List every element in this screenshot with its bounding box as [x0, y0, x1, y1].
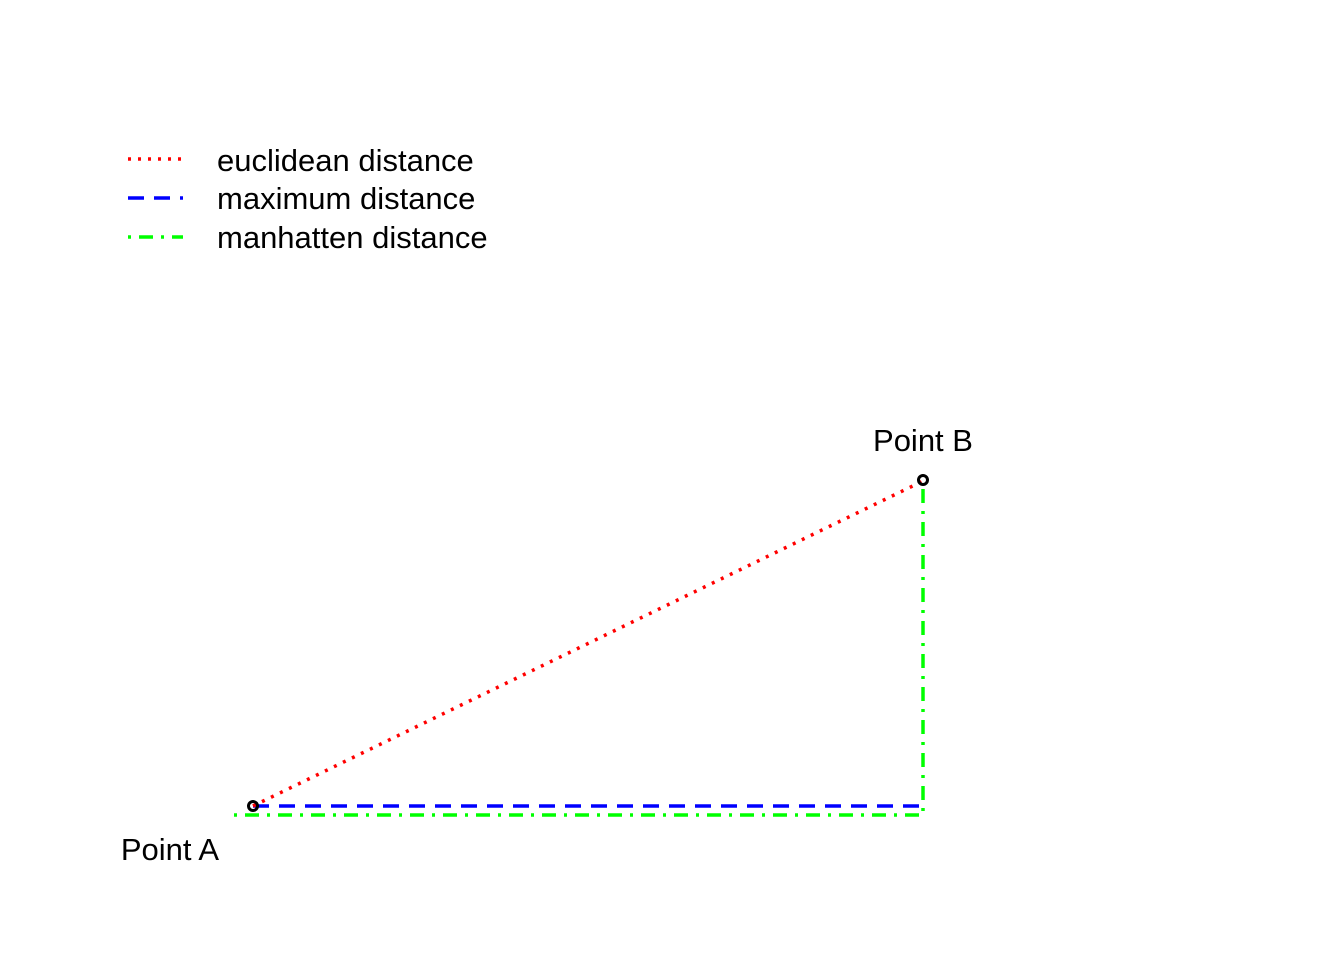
- legend-label-euclidean: euclidean distance: [217, 143, 474, 178]
- point-b-marker: [917, 474, 929, 486]
- euclidean-distance-line: [252, 479, 924, 808]
- point-b-label: Point B: [873, 423, 973, 458]
- point-a-label: Point A: [121, 832, 220, 867]
- legend-label-manhatten: manhatten distance: [217, 220, 488, 255]
- point-a-marker: [247, 800, 259, 812]
- legend: euclidean distance maximum distance manh…: [128, 143, 488, 255]
- legend-label-maximum: maximum distance: [217, 181, 475, 216]
- manhatten-distance-path: [234, 481, 925, 817]
